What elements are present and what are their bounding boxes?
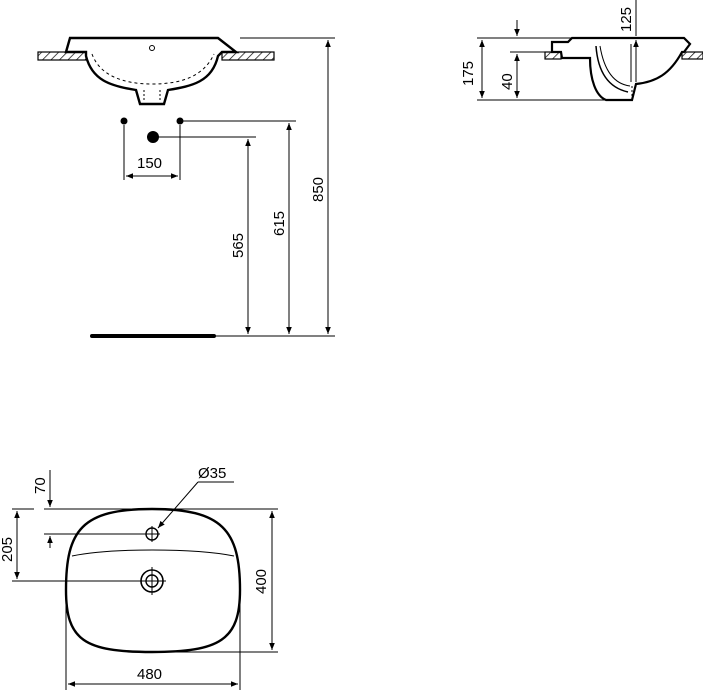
dim-rim-height: 850 bbox=[310, 177, 327, 202]
dim-width: 480 bbox=[137, 666, 162, 683]
countertop-right bbox=[221, 51, 275, 61]
top-view: Ø35 70 205 400 480 bbox=[0, 465, 278, 690]
dim-tap-offset: 70 bbox=[32, 477, 49, 494]
dim-waste-offset: 205 bbox=[0, 537, 16, 562]
supply-point-left bbox=[120, 117, 128, 125]
tap-hole bbox=[149, 45, 155, 51]
dim-overall-depth: 175 bbox=[460, 61, 477, 86]
dim-supply-height: 615 bbox=[271, 211, 288, 236]
countertop-side-right bbox=[681, 51, 703, 60]
basin-inner-hidden-line bbox=[91, 53, 215, 85]
front-view: 150 565 615 850 bbox=[37, 36, 335, 338]
basin-front-outline bbox=[64, 36, 240, 106]
dim-tap-spacing: 150 bbox=[137, 155, 162, 172]
dim-waste-height: 565 bbox=[230, 233, 247, 258]
side-view: 175 40 125 bbox=[460, 0, 703, 102]
basin-side-outline bbox=[550, 36, 692, 102]
dim-upper-depth: 125 bbox=[618, 7, 635, 32]
dim-lower-depth: 40 bbox=[499, 73, 516, 90]
dim-depth: 400 bbox=[253, 569, 270, 594]
dim-tap-hole-diameter: Ø35 bbox=[198, 465, 226, 482]
waste-point bbox=[147, 131, 159, 143]
bowl-edge-line bbox=[71, 549, 235, 557]
